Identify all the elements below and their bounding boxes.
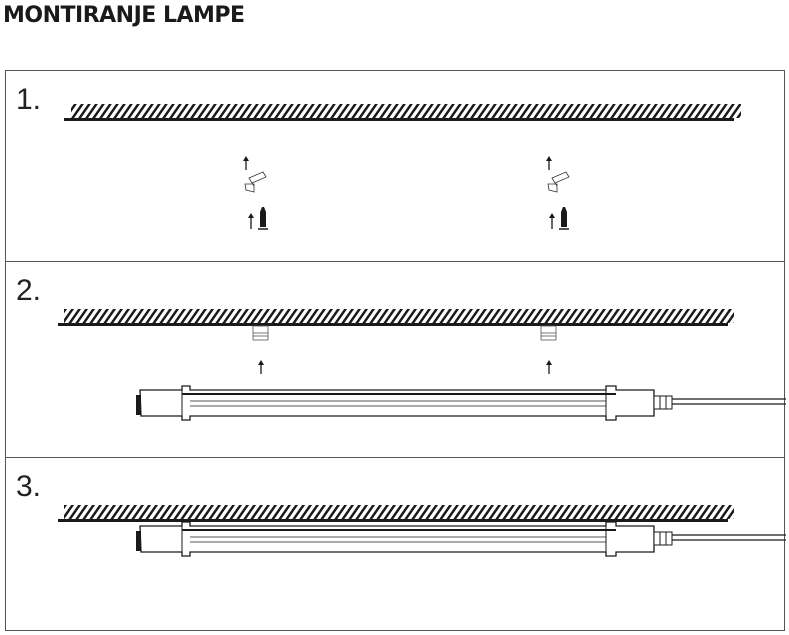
step-2-illustration xyxy=(58,309,786,421)
arrow-up-icon xyxy=(243,156,249,170)
step-2: 2. xyxy=(6,261,786,457)
ceiling-hatch xyxy=(58,505,734,522)
mounting-clip-icon xyxy=(547,171,570,193)
arrow-up-icon xyxy=(546,360,552,374)
step-number: 1. xyxy=(16,83,42,116)
mounting-clip-icon xyxy=(244,171,267,193)
step-1: 1. xyxy=(6,71,784,261)
power-cable xyxy=(672,398,786,405)
ceiling-hatch xyxy=(64,104,741,121)
step-number: 2. xyxy=(16,274,42,307)
step-number: 3. xyxy=(16,470,42,503)
led-tube-lamp xyxy=(136,521,673,557)
instructions-frame: 1. xyxy=(5,70,786,632)
step-1-illustration xyxy=(64,104,741,230)
page-title: MONTIRANJE LAMPE xyxy=(3,3,245,28)
mounting-clip-icon xyxy=(252,325,269,341)
led-tube-lamp xyxy=(136,385,673,421)
arrow-up-icon xyxy=(549,213,555,229)
step-3: 3. xyxy=(6,457,786,632)
screw-dowel-icon xyxy=(559,207,569,230)
screw-dowel-icon xyxy=(258,207,268,230)
power-cable xyxy=(672,534,786,541)
step-3-illustration xyxy=(58,505,786,557)
mounting-clip-icon xyxy=(540,325,557,341)
arrow-up-icon xyxy=(248,213,254,229)
ceiling-hatch xyxy=(58,309,734,326)
arrow-up-icon xyxy=(258,360,264,374)
arrow-up-icon xyxy=(546,156,552,170)
